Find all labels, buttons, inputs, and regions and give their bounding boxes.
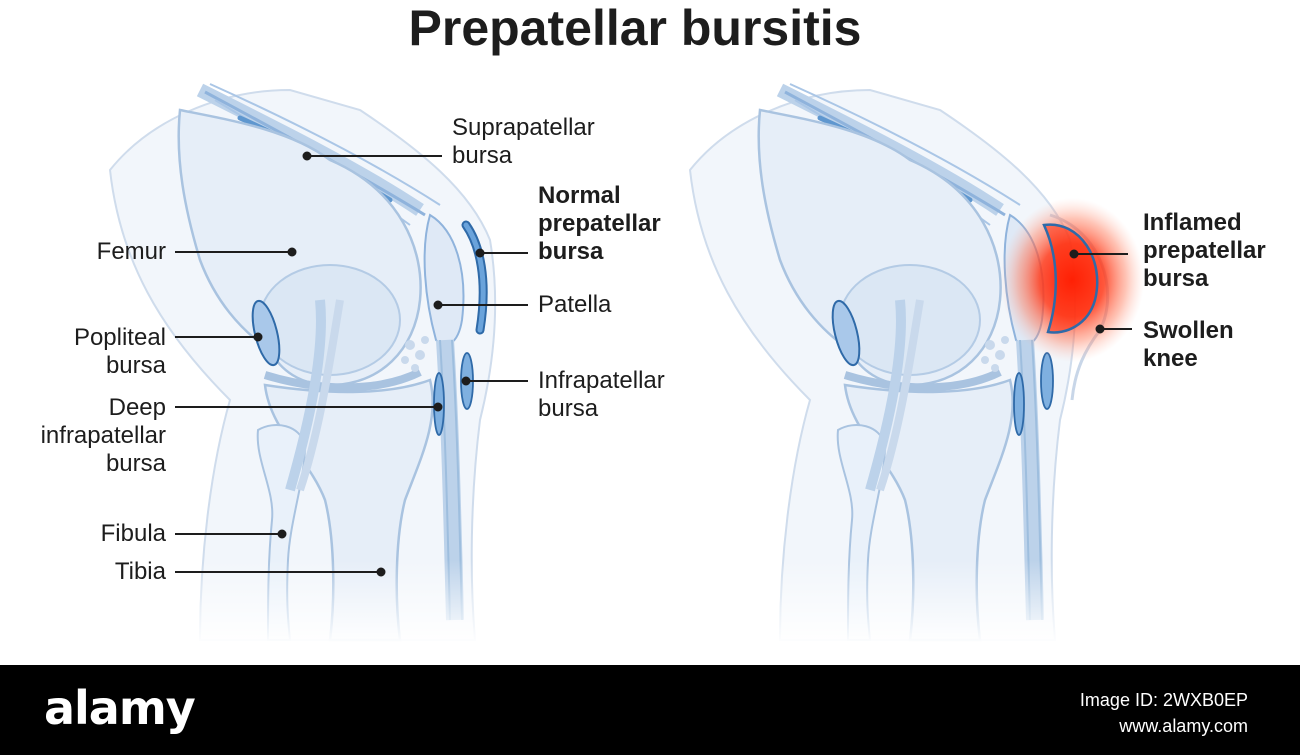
normal-knee-illustration [100, 84, 520, 645]
label-fibula: Fibula [100, 520, 166, 547]
label-patella: Patella [538, 291, 612, 318]
page-title: Prepatellar bursitis [408, 0, 862, 56]
inflamed-prepatellar-bursa-shape [1042, 223, 1099, 334]
leader-lines [175, 151, 1132, 577]
knee-illustrations [0, 0, 1144, 665]
label-inflamed-prepatellar-bursa: Inflamed prepatellar bursa [1143, 209, 1266, 292]
label-infrapatellar-bursa: Infrapatellar bursa [538, 367, 665, 422]
brand-logo: alamy [44, 681, 196, 735]
label-popliteal-bursa: Popliteal bursa [73, 324, 166, 379]
label-suprapatellar-bursa: Suprapatellar bursa [452, 114, 595, 169]
label-femur: Femur [96, 238, 166, 265]
inflamed-knee-illustration [680, 84, 1144, 645]
label-normal-prepatellar-bursa: Normal prepatellar bursa [538, 182, 661, 265]
watermark-footer: alamy Image ID: 2WXB0EP www.alamy.com [0, 665, 1300, 755]
label-deep-infrapatellar-bursa: Deep infrapatellar bursa [40, 394, 166, 477]
label-tibia: Tibia [114, 558, 166, 585]
label-swollen-knee: Swollen knee [1143, 317, 1234, 372]
image-id: Image ID: 2WXB0EP www.alamy.com [1079, 690, 1248, 736]
diagram-stage: Prepatellar bursitis [0, 0, 1266, 665]
